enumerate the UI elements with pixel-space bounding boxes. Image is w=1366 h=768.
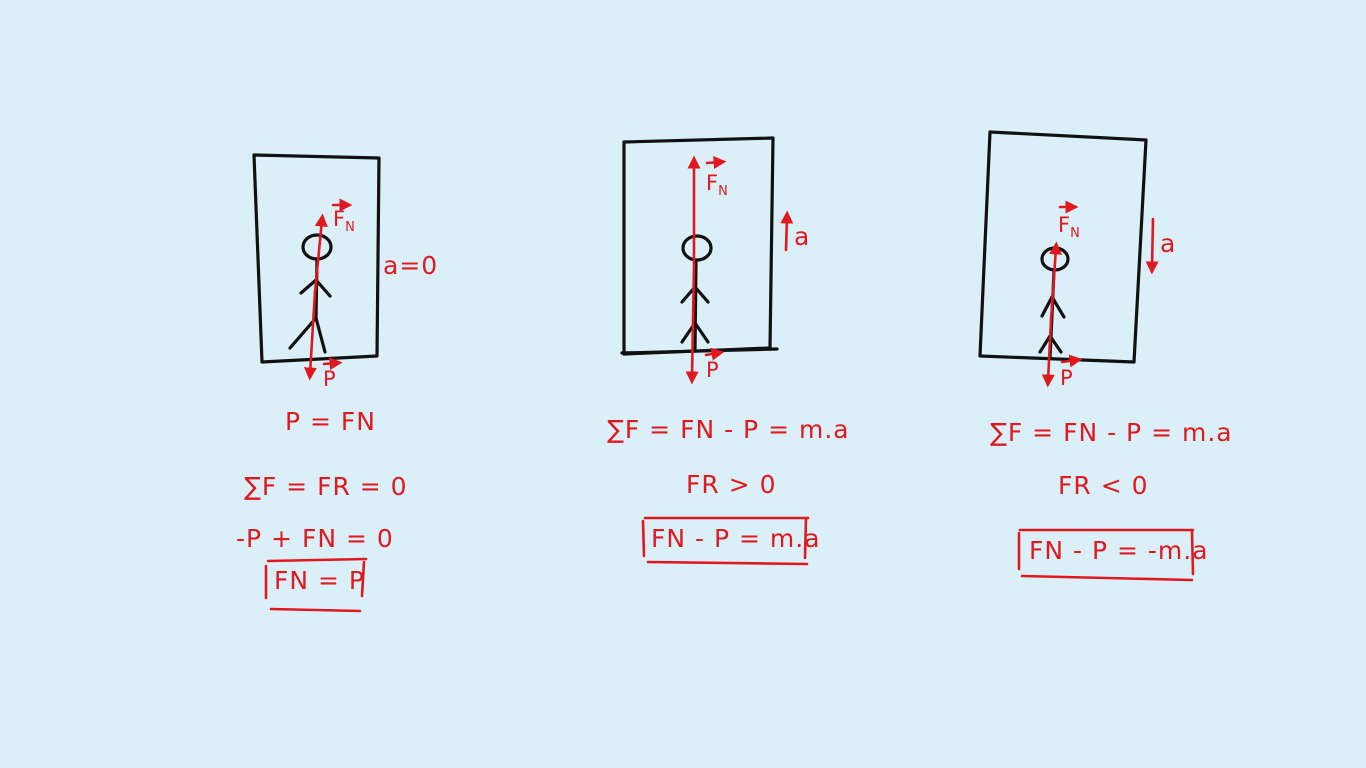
weight-arrow bbox=[1041, 318, 1055, 388]
equation: ∑F = FN - P = m.a bbox=[607, 415, 850, 444]
scenario-up: FN P a ∑F = FN - P = m.a FR > 0 FN - P =… bbox=[607, 136, 850, 566]
normal-force-label: FN bbox=[333, 207, 355, 235]
acceleration-arrow bbox=[780, 210, 794, 252]
equation: P = FN bbox=[285, 407, 376, 436]
equation: ∑F = FN - P = m.a bbox=[990, 418, 1233, 447]
result-equation: FN - P = -m.a bbox=[1029, 536, 1209, 565]
normal-force-arrow bbox=[1049, 241, 1063, 322]
equation: ∑F = FR = 0 bbox=[244, 472, 408, 501]
weight-label: P bbox=[1060, 366, 1073, 390]
result-equation: FN = P bbox=[274, 566, 365, 595]
stick-figure bbox=[680, 234, 713, 352]
result-box: FN - P = m.a bbox=[641, 516, 821, 566]
normal-force-arrow bbox=[313, 213, 328, 294]
equation: FR < 0 bbox=[1058, 471, 1149, 500]
equation: -P + FN = 0 bbox=[236, 524, 394, 553]
result-equation: FN - P = m.a bbox=[651, 524, 821, 553]
result-box: FN - P = -m.a bbox=[1017, 528, 1209, 582]
weight-label: P bbox=[323, 367, 336, 391]
normal-force-label: FN bbox=[706, 171, 728, 199]
elevator-box bbox=[978, 130, 1148, 364]
equation: FR > 0 bbox=[686, 470, 777, 499]
result-box: FN = P bbox=[264, 557, 368, 613]
stick-figure bbox=[288, 233, 333, 354]
acceleration-arrow bbox=[1145, 217, 1159, 275]
acceleration-label: a bbox=[794, 222, 810, 251]
scenario-rest: FN P a=0 P = FN ∑F = FR = 0 -P + FN = 0 … bbox=[236, 153, 438, 613]
weight-arrow bbox=[303, 290, 317, 381]
normal-force-label: FN bbox=[1058, 213, 1080, 241]
acceleration-label: a=0 bbox=[383, 251, 438, 280]
weight-label: P bbox=[706, 358, 719, 382]
elevator-box bbox=[622, 136, 775, 356]
scenario-down: FN P a ∑F = FN - P = m.a FR < 0 FN - P =… bbox=[978, 130, 1233, 582]
elevator-box bbox=[252, 153, 381, 364]
weight-arrow bbox=[685, 263, 699, 385]
acceleration-label: a bbox=[1160, 229, 1176, 258]
